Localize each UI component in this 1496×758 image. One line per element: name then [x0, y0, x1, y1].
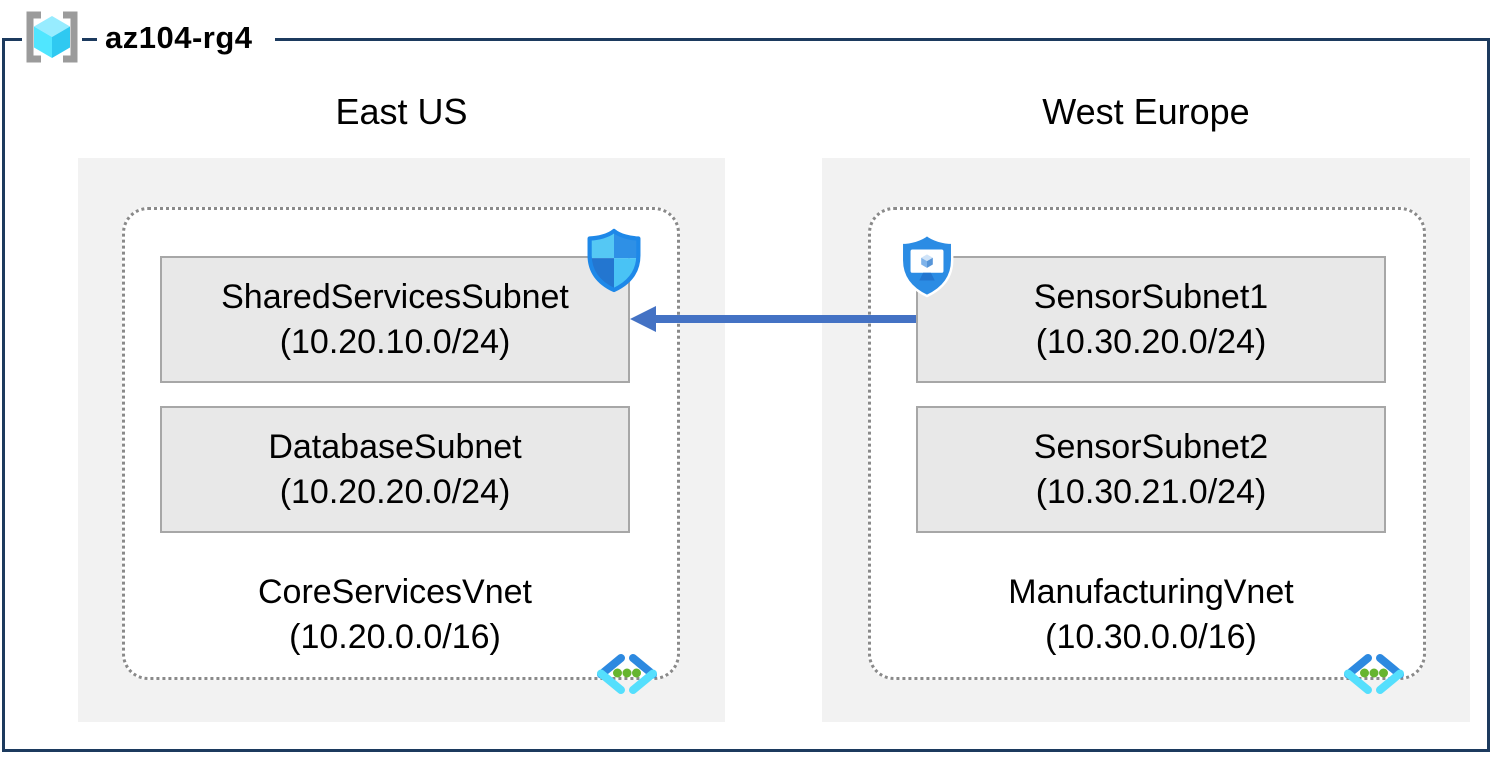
subnet-cidr: (10.20.10.0/24) [279, 322, 511, 361]
subnet-name: SensorSubnet2 [1033, 427, 1269, 466]
resource-group-frame [2, 38, 1490, 752]
subnet-cidr: (10.20.20.0/24) [279, 472, 511, 511]
peering-arrow-line [652, 315, 916, 323]
vnet-label-coreservicesvnet: CoreServicesVnet (10.20.0.0/16) [160, 570, 630, 660]
subnet-cidr: (10.30.21.0/24) [1035, 472, 1267, 511]
region-title-west-europe: West Europe [1042, 91, 1250, 132]
resource-group-icon [16, 9, 88, 65]
subnet-sharedservicessubnet: SharedServicesSubnet (10.20.10.0/24) [160, 256, 630, 383]
virtual-network-icon [1341, 652, 1407, 696]
subnet-name: DatabaseSubnet [268, 427, 522, 466]
vnet-cidr: (10.30.0.0/16) [1045, 618, 1257, 656]
subnet-cidr: (10.30.20.0/24) [1035, 322, 1267, 361]
subnet-name: SharedServicesSubnet [221, 277, 569, 316]
subnet-sensorsubnet1: SensorSubnet1 (10.30.20.0/24) [916, 256, 1386, 383]
vnet-label-manufacturingvnet: ManufacturingVnet (10.30.0.0/16) [916, 570, 1386, 660]
subnet-sensorsubnet2: SensorSubnet2 (10.30.21.0/24) [916, 406, 1386, 533]
vnet-name: CoreServicesVnet [257, 573, 532, 611]
subnet-name: SensorSubnet1 [1033, 277, 1269, 316]
virtual-network-icon [594, 652, 660, 696]
network-security-group-shield-icon [584, 226, 644, 294]
resource-group-title: az104-rg4 [97, 13, 275, 63]
application-security-group-shield-icon [896, 231, 958, 299]
region-title-east-us: East US [335, 91, 468, 132]
peering-arrow-head [630, 306, 656, 332]
vnet-name: ManufacturingVnet [1008, 573, 1294, 611]
vnet-cidr: (10.20.0.0/16) [289, 618, 501, 656]
subnet-databasesubnet: DatabaseSubnet (10.20.20.0/24) [160, 406, 630, 533]
